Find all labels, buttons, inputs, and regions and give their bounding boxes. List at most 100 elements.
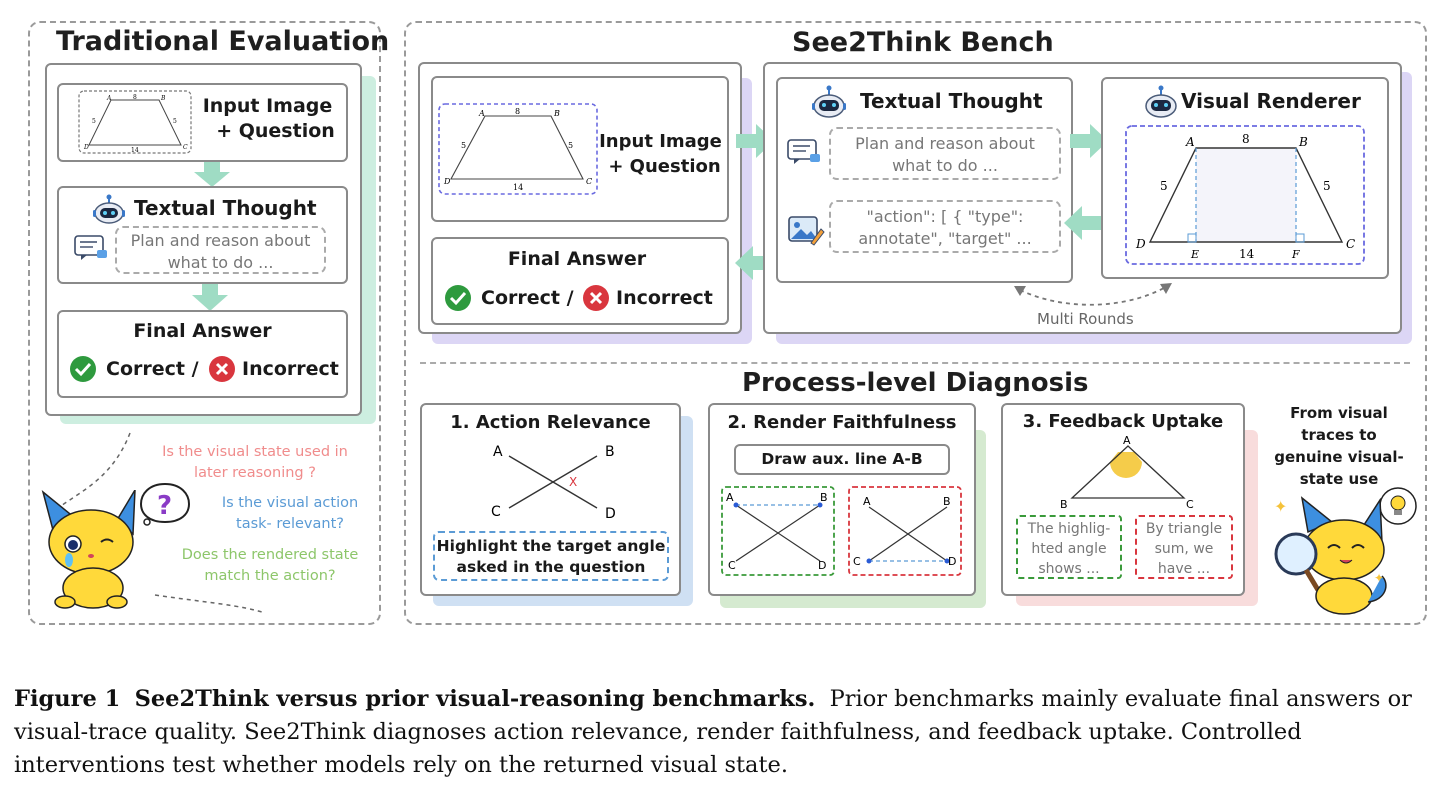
svg-text:C: C — [183, 144, 188, 151]
renderer-label-bottom: 14 — [1239, 247, 1255, 261]
arrow-down-2 — [192, 284, 228, 311]
bench-input-card — [431, 76, 729, 222]
caption-label: Figure 1 — [14, 686, 121, 712]
rf-bad-label-b: B — [943, 495, 951, 508]
figure-caption: Figure 1 See2Think versus prior visual-r… — [14, 683, 1432, 782]
renderer-label-left: 5 — [1160, 179, 1168, 193]
render-instruction-box: Draw aux. line A-B — [734, 444, 950, 475]
bench-thought-box: Plan and reason about what to do ... — [829, 127, 1061, 180]
bench-thumb-top: 8 — [515, 107, 520, 116]
arrow-down-1 — [194, 162, 230, 187]
side-note-line-4: state use — [1299, 470, 1379, 488]
side-note-line-3: genuine visual- — [1274, 448, 1404, 466]
feedback-uptake-title: 3. Feedback Uptake — [1022, 411, 1224, 432]
action-relevance-card — [420, 403, 681, 596]
fu-label-b: B — [1060, 498, 1068, 510]
fox-magnifier-mascot: ✦ ✦ — [1274, 496, 1387, 615]
bench-thought-line-2: what to do ... — [892, 156, 998, 175]
traditional-incorrect-label: Incorrect — [242, 358, 339, 380]
fu-label-c: C — [1186, 498, 1194, 510]
question-action-relevant: Is the visual action task- relevant? — [200, 493, 380, 535]
rf-bad-label-a: A — [863, 495, 871, 508]
svg-text:B: B — [160, 95, 166, 102]
render-wrong-example: A B C D — [848, 486, 962, 576]
renderer-robot-icon — [1145, 85, 1177, 118]
renderer-label-a: A — [1185, 135, 1195, 149]
feedback-triangle: A B C — [1060, 434, 1194, 510]
traditional-thought-box: Plan and reason about what to do ... — [115, 226, 326, 274]
fox-crying-mascot — [41, 490, 136, 609]
chat-icon — [74, 235, 107, 260]
action-relevance-diagram: A B C D X — [491, 444, 616, 522]
bench-chat-icon — [787, 139, 820, 164]
svg-text:8: 8 — [133, 94, 137, 101]
bench-input-label-2: + Question — [608, 156, 721, 177]
section-divider — [420, 362, 1410, 364]
renderer-label-f: F — [1291, 248, 1300, 261]
ar-label-c: C — [491, 504, 501, 520]
traditional-final-answer-title: Final Answer — [133, 320, 272, 342]
svg-text:✦: ✦ — [1274, 497, 1287, 516]
bench-cross-icon — [583, 285, 609, 311]
renderer-label-right: 5 — [1323, 179, 1331, 193]
lightbulb-icon — [1379, 487, 1417, 525]
svg-text:A: A — [106, 95, 112, 102]
renderer-label-d: D — [1135, 237, 1146, 251]
traditional-thought-card — [57, 186, 348, 284]
bench-title: See2Think Bench — [792, 27, 1054, 58]
bench-final-answer-title: Final Answer — [507, 248, 647, 270]
bench-check-icon — [445, 285, 471, 311]
ar-label-d: D — [605, 506, 616, 522]
bench-correct-label: Correct / — [481, 287, 574, 309]
svg-text:14: 14 — [131, 147, 139, 154]
bench-thought-line-1: Plan and reason about — [855, 134, 1035, 153]
bench-thumb-right: 5 — [568, 141, 573, 150]
cross-icon — [209, 356, 235, 382]
multi-rounds-label: Multi Rounds — [1037, 310, 1134, 328]
rendered-trapezoid: A B D C E F 8 5 5 14 — [1125, 125, 1365, 265]
action-relevance-box: Highlight the target angle asked in the … — [433, 531, 669, 581]
bench-trapezoid-thumbnail: A B D C 8 5 5 14 — [438, 103, 598, 195]
traditional-thought-title: Textual Thought — [134, 196, 317, 220]
render-faithfulness-card — [708, 403, 976, 596]
ar-label-b: B — [605, 444, 615, 460]
traditional-thought-line-2: what to do ... — [167, 253, 274, 272]
render-correct-example: A B C D — [721, 486, 835, 576]
question-3-line-1: Does the rendered state — [181, 547, 359, 563]
traditional-input-label-2: + Question — [216, 120, 335, 142]
traditional-thought-line-1: Plan and reason about — [130, 231, 311, 250]
feedback-good-line-1: The highlig- — [1027, 521, 1111, 537]
feedback-good-line-2: hted angle — [1031, 541, 1107, 557]
bench-incorrect-label: Incorrect — [616, 287, 713, 309]
renderer-label-c: C — [1346, 237, 1355, 251]
traditional-final-answer-card — [57, 310, 348, 398]
traditional-correct-label: Correct / — [106, 358, 199, 380]
question-1-line-2: later reasoning ? — [194, 465, 316, 481]
multi-rounds-arrow — [1014, 283, 1172, 306]
rf-good-label-c: C — [728, 559, 736, 572]
rf-bad-label-d: D — [948, 555, 956, 568]
question-render-match: Does the rendered state match the action… — [160, 545, 380, 587]
image-edit-icon — [788, 216, 825, 246]
arrow-thought-to-renderer — [1070, 124, 1108, 158]
bench-final-answer-card — [431, 237, 729, 325]
bench-action-line-1: "action": [ { "type": — [866, 207, 1024, 226]
bench-thumb-a: A — [478, 109, 485, 118]
visual-renderer-title: Visual Renderer — [1181, 89, 1361, 113]
question-visual-state-used: Is the visual state used in later reason… — [140, 442, 370, 484]
svg-text:5: 5 — [173, 118, 177, 125]
question-2-line-1: Is the visual action — [221, 495, 359, 511]
check-icon — [70, 356, 96, 382]
bench-action-box: "action": [ { "type": annotate", "target… — [829, 200, 1061, 253]
bench-thumb-d: D — [443, 177, 451, 186]
caption-text: Prior benchmarks mainly evaluate final a… — [14, 686, 1412, 778]
action-relevance-title: 1. Action Relevance — [450, 412, 651, 433]
arrow-thought-to-answer — [735, 246, 773, 280]
feedback-good-line-3: shows ... — [1038, 561, 1100, 577]
traditional-title: Traditional Evaluation — [56, 26, 390, 57]
rf-good-label-b: B — [820, 491, 828, 504]
question-2-line-2: task- relevant? — [236, 516, 344, 532]
side-note: From visual traces to genuine visual- st… — [1266, 402, 1412, 490]
caption-bold-title: See2Think versus prior visual-reasoning … — [134, 686, 816, 712]
svg-text:✦: ✦ — [1374, 571, 1384, 585]
